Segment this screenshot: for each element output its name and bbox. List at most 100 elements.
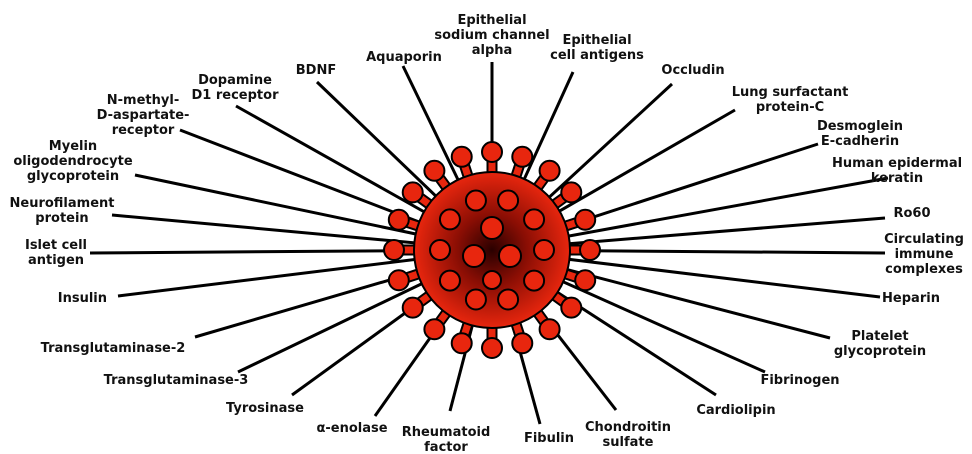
platelet-glycoprotein-label-line: glycoprotein xyxy=(834,344,926,359)
surface-knob xyxy=(498,191,518,211)
spike-head xyxy=(540,319,560,339)
lung-surfactant-protein-c-label-line: protein-C xyxy=(756,100,824,115)
chondroitin-sulfate-label-line: Chondroitin xyxy=(585,420,671,435)
spike-head xyxy=(452,333,472,353)
bdnf-label-line: BDNF xyxy=(296,63,336,78)
n-methyl-d-aspartate-receptor-label-line: N-methyl- xyxy=(107,93,179,108)
myelin-oligodendrocyte-glycoprotein-label-line: Myelin xyxy=(49,139,97,154)
spike-head xyxy=(561,298,581,318)
surface-knob xyxy=(499,245,521,267)
spike-head xyxy=(403,298,423,318)
epithelial-sodium-channel-alpha-label-line: alpha xyxy=(472,43,513,58)
surface-knob xyxy=(440,271,460,291)
islet-cell-antigen-label-line: antigen xyxy=(28,253,84,268)
desmoglein-e-cadherin-label-line: Desmoglein xyxy=(817,119,903,134)
epithelial-sodium-channel-alpha-label-line: Epithelial xyxy=(457,13,526,28)
surface-knob xyxy=(483,271,501,289)
surface-knob xyxy=(481,217,503,239)
platelet-glycoprotein-label-line: Platelet xyxy=(851,329,908,344)
myelin-oligodendrocyte-glycoprotein-label-line: glycoprotein xyxy=(27,169,119,184)
surface-knob xyxy=(524,271,544,291)
spike-head xyxy=(389,210,409,230)
spike-head xyxy=(575,270,595,290)
insulin-label-line: Insulin xyxy=(58,291,107,306)
spike-head xyxy=(403,182,423,202)
spike-head xyxy=(580,240,600,260)
spike-head xyxy=(452,147,472,167)
epithelial-cell-antigens-label-line: cell antigens xyxy=(550,48,644,63)
rheumatoid-factor-label-line: factor xyxy=(424,440,468,454)
surface-knob xyxy=(466,289,486,309)
heparin-label: Heparin xyxy=(882,291,940,306)
human-epidermal-keratin-label-line: Human epidermal xyxy=(832,156,962,171)
transglutaminase-3-label-line: Transglutaminase-3 xyxy=(104,373,249,388)
circulating-immune-complexes-label-line: immune xyxy=(895,247,954,262)
spike-head xyxy=(424,161,444,181)
fibrinogen-label-line: Fibrinogen xyxy=(760,373,839,388)
dopamine-d1-receptor-label-line: Dopamine xyxy=(198,73,272,88)
transglutaminase-3-label: Transglutaminase-3 xyxy=(104,373,249,388)
spike-head xyxy=(424,319,444,339)
spike-head xyxy=(512,147,532,167)
virus-particle-icon xyxy=(384,142,600,358)
neurofilament-protein-label-line: Neurofilament xyxy=(10,196,115,211)
cardiolipin-label: Cardiolipin xyxy=(696,403,775,418)
myelin-oligodendrocyte-glycoprotein-label-line: oligodendrocyte xyxy=(13,154,133,169)
fibulin-label: Fibulin xyxy=(524,431,574,446)
fibulin-label-line: Fibulin xyxy=(524,431,574,446)
surface-knob xyxy=(430,240,450,260)
occludin-label-line: Occludin xyxy=(661,63,724,78)
lung-surfactant-protein-c-label-line: Lung surfactant xyxy=(732,85,849,100)
surface-knob xyxy=(463,245,485,267)
surface-knob xyxy=(466,191,486,211)
alpha-enolase-label-line: α-enolase xyxy=(316,421,387,436)
epithelial-sodium-channel-alpha-label-line: sodium channel xyxy=(434,28,549,43)
surface-knob xyxy=(524,209,544,229)
circulating-immune-complexes-label-line: complexes xyxy=(885,262,963,277)
tyrosinase-label-line: Tyrosinase xyxy=(226,401,304,416)
neurofilament-protein-label-line: protein xyxy=(35,211,88,226)
human-epidermal-keratin-label-line: keratin xyxy=(871,171,923,186)
n-methyl-d-aspartate-receptor-label-line: D-aspartate- xyxy=(97,108,190,123)
spike-head xyxy=(512,333,532,353)
insulin-label: Insulin xyxy=(58,291,107,306)
spike-head xyxy=(482,142,502,162)
bdnf-label: BDNF xyxy=(296,63,336,78)
spike-head xyxy=(575,210,595,230)
n-methyl-d-aspartate-receptor-label-line: receptor xyxy=(112,123,175,138)
transglutaminase-2-label-line: Transglutaminase-2 xyxy=(41,341,186,356)
surface-knob xyxy=(534,240,554,260)
desmoglein-e-cadherin-label-line: E-cadherin xyxy=(821,134,899,149)
surface-knob xyxy=(440,209,460,229)
spike-head xyxy=(482,338,502,358)
circulating-immune-complexes-label: Circulatingimmunecomplexes xyxy=(884,232,964,277)
ro60-label-line: Ro60 xyxy=(893,206,930,221)
heparin-label-line: Heparin xyxy=(882,291,940,306)
rheumatoid-factor-label-line: Rheumatoid xyxy=(402,425,491,440)
alpha-enolase-label: α-enolase xyxy=(316,421,387,436)
occludin-label: Occludin xyxy=(661,63,724,78)
surface-knob xyxy=(498,289,518,309)
spike-head xyxy=(389,270,409,290)
dopamine-d1-receptor-label-line: D1 receptor xyxy=(192,88,280,103)
cardiolipin-label-line: Cardiolipin xyxy=(696,403,775,418)
tyrosinase-label: Tyrosinase xyxy=(226,401,304,416)
aquaporin-label: Aquaporin xyxy=(366,50,442,65)
transglutaminase-2-label: Transglutaminase-2 xyxy=(41,341,186,356)
chondroitin-sulfate-label-line: sulfate xyxy=(603,435,654,450)
islet-cell-antigen-label-line: Islet cell xyxy=(25,238,87,253)
aquaporin-label-line: Aquaporin xyxy=(366,50,442,65)
epithelial-cell-antigens-label-line: Epithelial xyxy=(562,33,631,48)
